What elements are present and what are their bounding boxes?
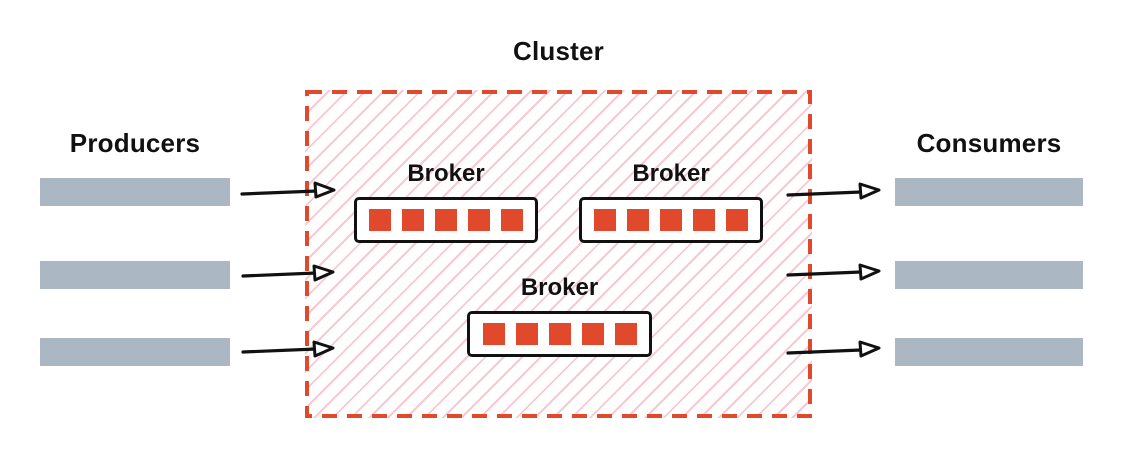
partition-square (660, 209, 682, 231)
partition-square (614, 323, 637, 345)
producer-bar (40, 178, 230, 206)
consumer-bar (895, 338, 1083, 366)
partition-square (627, 209, 649, 231)
cluster-boundary (305, 90, 812, 418)
producer-bar (40, 261, 230, 289)
partition-square (726, 209, 748, 231)
partition-square (515, 323, 538, 345)
consumer-bar (895, 261, 1083, 289)
broker-box (354, 197, 538, 243)
cluster-title: Cluster (513, 36, 604, 66)
producers-label: Producers (69, 128, 201, 158)
partition-square (501, 209, 523, 231)
partition-square (369, 209, 391, 231)
broker-label: Broker (520, 274, 599, 301)
partition-square (594, 209, 616, 231)
consumer-bar (895, 178, 1083, 206)
partition-square (435, 209, 457, 231)
partition-square (402, 209, 424, 231)
broker-label: Broker (632, 160, 710, 187)
broker-box (467, 311, 652, 357)
partition-square (548, 323, 571, 345)
producer-bar (40, 338, 230, 366)
broker-node: Broker (579, 158, 763, 243)
broker-node: Broker (467, 272, 652, 357)
consumers-label: Consumers (916, 128, 1062, 158)
partition-square (693, 209, 715, 231)
partition-square (468, 209, 490, 231)
broker-box (579, 197, 763, 243)
broker-label: Broker (407, 160, 485, 187)
partition-square (482, 323, 505, 345)
partition-square (581, 323, 604, 345)
broker-node: Broker (354, 158, 538, 243)
